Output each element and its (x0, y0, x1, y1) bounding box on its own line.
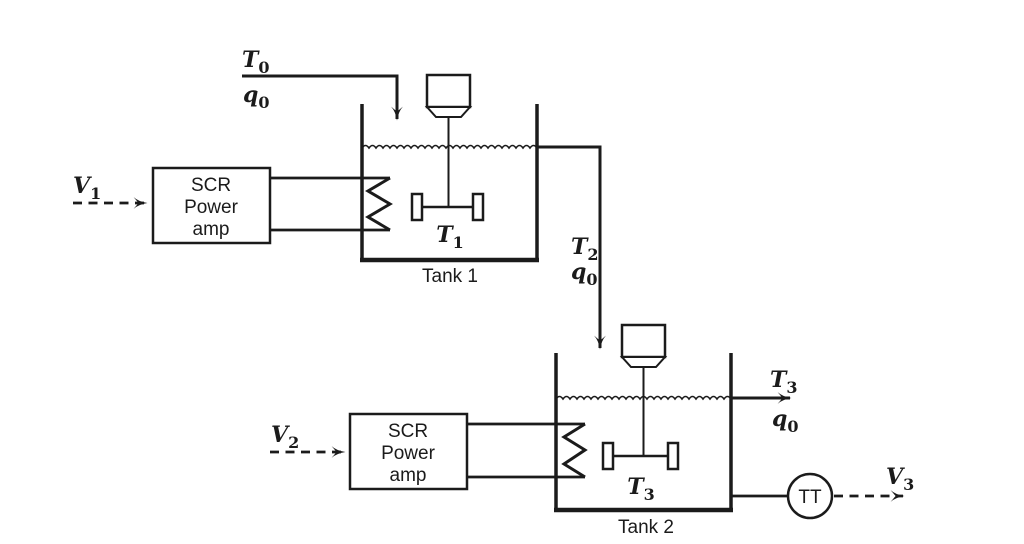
tt-transmitter-label: TT (798, 487, 822, 508)
tank2-name: Tank 2 (618, 517, 674, 538)
outlet-temp-label: T3 (770, 367, 798, 397)
v3-label: V3 (886, 464, 914, 494)
tank1-temp-label: T1 (436, 222, 464, 252)
scr-amp1-line2: Power (184, 197, 239, 218)
feed-line-arrow (242, 74, 403, 121)
stirrer2-paddle-right (666, 441, 680, 471)
stream12-temp-label: T2 (571, 234, 599, 264)
outlet-flow-label: q0 (772, 406, 799, 436)
scr-amp1-line1: SCR (191, 175, 231, 196)
stirrer1-paddle-right (471, 192, 485, 222)
stirrer1-icon (410, 73, 485, 222)
stirrer1-paddle-left (410, 192, 424, 222)
stirrer1-motor (425, 73, 472, 109)
tank2-temp-label: T3 (627, 474, 655, 504)
v2-label: V2 (271, 422, 299, 452)
scr-amp1-box (151, 166, 272, 245)
heater1-coil-icon (365, 176, 393, 232)
scr-amp2-line1: SCR (388, 421, 428, 442)
scr-amp2-box (348, 412, 469, 491)
scr-amp2-line2: Power (381, 443, 436, 464)
stream12-flow-label: q0 (571, 259, 598, 289)
feed-flow-label: q0 (243, 82, 270, 112)
scr-amp1-line3: amp (193, 219, 230, 240)
tank1-to-tank2-line (537, 145, 606, 350)
stirrer2-motor (620, 323, 667, 359)
stirrer2-motor-base (619, 356, 668, 368)
tank1-name: Tank 1 (422, 266, 478, 287)
scr-amp2-line3: amp (390, 465, 427, 486)
stirrer2-icon (601, 323, 680, 471)
v1-label: V1 (73, 173, 101, 203)
stirrer2-paddle-left (601, 441, 615, 471)
tt-transmitter-circle (786, 472, 834, 520)
stirrer1-motor-base (424, 106, 473, 118)
feed-temp-label: T0 (242, 47, 270, 77)
heater2-coil-icon (561, 422, 588, 479)
